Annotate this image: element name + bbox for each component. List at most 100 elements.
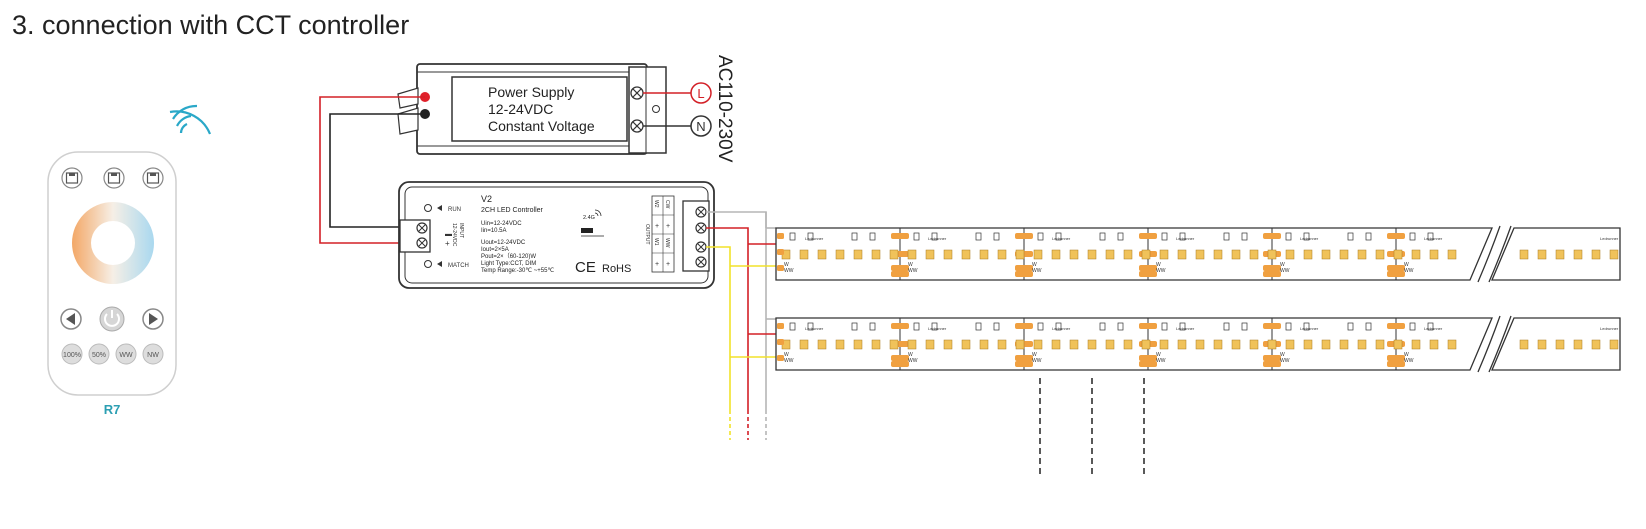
resistor [913, 322, 920, 331]
strip-brand-label: Ledrunner [1300, 326, 1319, 331]
match-button[interactable] [424, 260, 432, 268]
led-chip [889, 249, 899, 260]
led-chip [1141, 249, 1151, 260]
led-chip [907, 339, 917, 350]
resistor [1303, 322, 1310, 331]
left-arrow-icon[interactable] [60, 308, 82, 330]
led-chip [1609, 249, 1619, 260]
led-chip [1033, 339, 1043, 350]
resistor [1223, 232, 1230, 241]
strip-w-label: W [908, 352, 913, 358]
led-chip [817, 339, 827, 350]
led-chip [1537, 249, 1547, 260]
controller-name: 2CH LED Controller [481, 207, 544, 214]
solder-pad [1263, 361, 1281, 367]
led-chip [1249, 249, 1259, 260]
solder-pad [1263, 233, 1281, 239]
led-chip [943, 339, 953, 350]
solder-pad [1387, 271, 1405, 277]
save-icon[interactable] [103, 167, 125, 189]
led-chip [835, 339, 845, 350]
led-chip [1015, 249, 1025, 260]
led-chip [925, 339, 935, 350]
output-wires [706, 211, 776, 440]
match-label: MATCH [448, 263, 469, 269]
strip-w-label: W [1156, 262, 1161, 268]
power-supply: Power Supply 12-24VDC Constant Voltage [397, 63, 667, 155]
resistor [1409, 232, 1416, 241]
input-voltage-label: 12-24VDC [451, 223, 457, 247]
save-icon[interactable] [142, 167, 164, 189]
led-chip [1519, 339, 1529, 350]
ac-input-label: AC110-230V [714, 55, 735, 163]
screw-terminal-icon [630, 119, 644, 133]
led-chip [1159, 339, 1169, 350]
led-chip [1267, 249, 1277, 260]
led-chip [1447, 249, 1457, 260]
resistor [1037, 322, 1044, 331]
led-chip [1303, 249, 1313, 260]
preset-button-50[interactable]: 50% [88, 343, 110, 365]
led-chip [1195, 249, 1205, 260]
solder-pad [1015, 361, 1033, 367]
preset-button-ww[interactable]: WW [115, 343, 137, 365]
resistor [807, 232, 814, 241]
led-chip [1159, 249, 1169, 260]
run-indicator-label: RUN [448, 207, 461, 213]
led-chip [817, 249, 827, 260]
resistor [1161, 322, 1168, 331]
led-chip [1447, 339, 1457, 350]
resistor [931, 232, 938, 241]
led-chip [1249, 339, 1259, 350]
remote-model-label: R7 [104, 402, 121, 417]
strip-ww-label: WW [1156, 268, 1166, 274]
led-chip [1537, 339, 1547, 350]
spec-pout: Pout=2×（60-120)W [481, 253, 536, 260]
led-chip [907, 249, 917, 260]
strip-ww-label: WW [1032, 268, 1042, 274]
strip-ww-label: WW [908, 358, 918, 364]
strip-brand-label: Ledrunner [928, 326, 947, 331]
led-chip [1339, 339, 1349, 350]
strip-ww-label: WW [784, 268, 794, 274]
resistor [975, 322, 982, 331]
preset-button-100[interactable]: 100% [61, 343, 83, 365]
led-chip [1087, 339, 1097, 350]
led-chip [1429, 339, 1439, 350]
resistor [1099, 232, 1106, 241]
led-chip [1573, 339, 1583, 350]
save-icon[interactable] [61, 167, 83, 189]
solder-pad [891, 265, 909, 271]
preset-button-nw[interactable]: NW [142, 343, 164, 365]
right-arrow-icon[interactable] [142, 308, 164, 330]
svg-text:50%: 50% [92, 352, 106, 359]
resistor [1409, 322, 1416, 331]
resistor [1365, 232, 1372, 241]
solder-pad [1263, 355, 1281, 361]
led-chip [979, 339, 989, 350]
psu-title: Power Supply [488, 84, 574, 100]
led-chip [1231, 339, 1241, 350]
led-chip [979, 249, 989, 260]
psu-type: Constant Voltage [488, 118, 595, 134]
strip-ww-label: WW [1280, 268, 1290, 274]
strip-ww-label: WW [1032, 358, 1042, 364]
resistor [931, 322, 938, 331]
resistor [1099, 322, 1106, 331]
solder-pad [777, 265, 784, 271]
output-cw-label: CW [664, 200, 670, 209]
color-temperature-ring[interactable] [72, 202, 154, 284]
led-chip [1321, 249, 1331, 260]
solder-pad [1263, 271, 1281, 277]
solder-pad [1387, 361, 1405, 367]
resistor [851, 232, 858, 241]
solder-pad [1139, 233, 1157, 239]
led-chip [1429, 249, 1439, 260]
power-icon[interactable] [99, 306, 125, 332]
resistor [1285, 232, 1292, 241]
solder-pad [1015, 271, 1033, 277]
resistor [993, 322, 1000, 331]
led-chip [799, 249, 809, 260]
